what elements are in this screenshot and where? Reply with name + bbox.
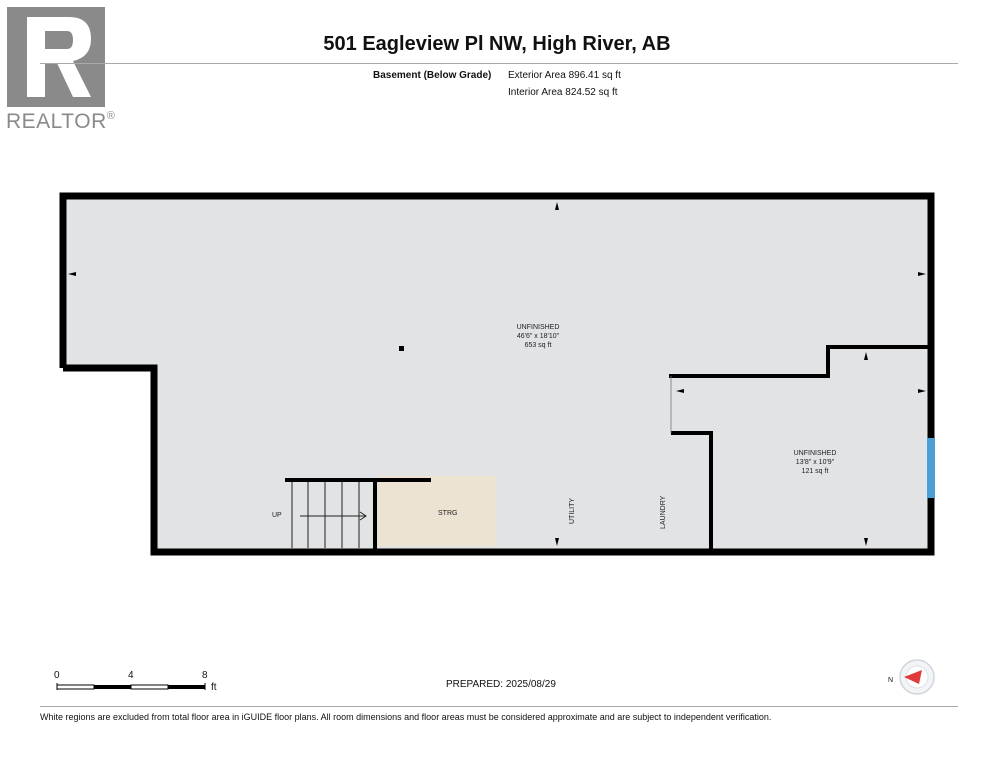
disclaimer-text: White regions are excluded from total fl…: [40, 712, 772, 722]
storage-room: [378, 476, 496, 546]
room-dimensions: 13'8" x 10'9": [795, 459, 835, 466]
compass-north-label: N: [888, 677, 894, 684]
dimension-arrow-icon: [555, 538, 559, 546]
prepared-date: PREPARED: 2025/08/29: [446, 679, 556, 690]
header-divider: [40, 63, 958, 64]
room-label-utility: UTILITY: [569, 497, 576, 524]
realtor-logo-text: REALTOR®: [6, 110, 115, 134]
stair-treads: [291, 482, 360, 548]
interior-wall-laundry: [671, 431, 713, 550]
level-name: Basement (Below Grade): [373, 70, 492, 81]
scale-tick-0: 0: [54, 670, 60, 681]
stairs-up-label: UP: [272, 512, 282, 519]
registered-mark: ®: [106, 110, 116, 122]
room-label-unfinished-right: UNFINISHED 13'8" x 10'9" 121 sq ft: [765, 449, 865, 476]
column-post: [399, 346, 404, 351]
footer-divider: [40, 706, 958, 707]
logo-wordmark: REALTOR: [6, 110, 107, 133]
room-name: UNFINISHED: [516, 324, 560, 331]
dimension-markers: [68, 202, 926, 546]
dimension-arrow-icon: [864, 538, 868, 546]
dimension-arrow-icon: [918, 389, 926, 393]
dimension-arrow-icon: [864, 352, 868, 360]
exterior-area: Exterior Area 896.41 sq ft: [508, 70, 621, 81]
compass-icon: [899, 659, 935, 695]
realtor-logo: [7, 7, 105, 107]
scale-tick-4: 4: [128, 670, 134, 681]
scale-tick-8: 8: [202, 670, 208, 681]
interior-area: Interior Area 824.52 sq ft: [508, 87, 618, 98]
room-area: 121 sq ft: [801, 468, 829, 475]
stair-arrow-icon: [300, 511, 367, 521]
room-label-laundry: LAUNDRY: [660, 495, 667, 529]
room-area: 653 sq ft: [524, 342, 552, 349]
dimension-arrow-icon: [68, 272, 76, 276]
dimension-arrow-icon: [918, 272, 926, 276]
property-address-title: 501 Eagleview Pl NW, High River, AB: [323, 33, 671, 55]
floor-area: [63, 196, 931, 549]
window: [927, 438, 935, 498]
scale-bar: [56, 683, 206, 690]
dimension-arrow-icon: [676, 389, 684, 393]
dimension-arrow-icon: [555, 202, 559, 210]
exterior-wall: [59, 192, 935, 556]
realtor-r-icon: [27, 17, 91, 97]
room-name: UNFINISHED: [793, 450, 837, 457]
scale-unit: ft: [211, 682, 217, 693]
room-label-storage: STRG: [438, 510, 458, 517]
room-dimensions: 46'6" x 18'10": [516, 333, 560, 340]
room-label-unfinished-main: UNFINISHED 46'6" x 18'10" 653 sq ft: [488, 323, 588, 350]
